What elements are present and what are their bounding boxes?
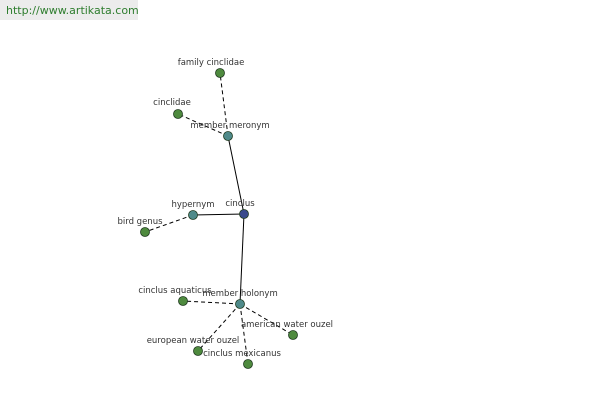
node-dot-member-holonym[interactable] (235, 299, 245, 309)
node-label-cinclus-aquaticus: cinclus aquaticus (138, 286, 212, 296)
node-label-member-holonym: member holonym (202, 289, 277, 299)
node-label-hypernym: hypernym (171, 200, 214, 210)
node-dot-family-cinclidae[interactable] (215, 68, 225, 78)
edge-member-meronym-cinclidae (177, 113, 229, 137)
edge-hypernym-bird-genus (144, 214, 194, 233)
node-member-meronym[interactable]: member meronym (190, 121, 270, 141)
node-label-american-water-ouzel: american water ouzel (241, 320, 333, 330)
node-center[interactable]: cinclus (225, 199, 255, 219)
node-dot-cinclus-mexicanus[interactable] (243, 359, 253, 369)
node-family-cinclidae[interactable]: family cinclidae (178, 58, 245, 78)
edge-member-holonym-cinclus-aquaticus (182, 300, 241, 305)
node-dot-european-water-ouzel[interactable] (193, 346, 203, 356)
node-label-cinclus-mexicanus: cinclus mexicanus (203, 349, 281, 359)
node-american-water-ouzel[interactable]: american water ouzel (241, 320, 333, 340)
edges-layer (144, 72, 294, 365)
node-dot-member-meronym[interactable] (223, 131, 233, 141)
nodes-layer: cinclus member meronym hypernym member holo… (117, 58, 333, 369)
edge-member-holonym-american-water-ouzel (239, 303, 294, 336)
node-cinclidae[interactable]: cinclidae (153, 98, 191, 119)
node-bird-genus[interactable]: bird genus (117, 217, 163, 237)
edge-member-holonym-european-water-ouzel (197, 303, 241, 352)
node-european-water-ouzel[interactable]: european water ouzel (147, 336, 240, 356)
node-hypernym[interactable]: hypernym (171, 200, 215, 220)
watermark-url: http://www.artikata.com (6, 4, 139, 17)
node-dot-american-water-ouzel[interactable] (288, 330, 298, 340)
node-label-bird-genus: bird genus (117, 217, 163, 227)
node-label-cinclidae: cinclidae (153, 98, 191, 108)
node-dot-bird-genus[interactable] (140, 227, 150, 237)
node-dot-hypernym[interactable] (188, 210, 198, 220)
node-label-center: cinclus (225, 199, 255, 209)
node-dot-cinclus-aquaticus[interactable] (178, 296, 188, 306)
edge-center-member-meronym (227, 135, 245, 215)
node-label-european-water-ouzel: european water ouzel (147, 336, 240, 346)
edge-member-meronym-family-cinclidae (219, 72, 229, 137)
node-dot-center[interactable] (239, 209, 249, 219)
node-member-holonym[interactable]: member holonym (202, 289, 278, 309)
node-cinclus-aquaticus[interactable]: cinclus aquaticus (138, 286, 212, 306)
edge-center-member-holonym (239, 213, 245, 305)
node-dot-cinclidae[interactable] (173, 109, 183, 119)
node-cinclus-mexicanus[interactable]: cinclus mexicanus (203, 349, 281, 369)
edge-member-holonym-cinclus-mexicanus (239, 303, 249, 365)
watermark-banner: http://www.artikata.com (0, 0, 139, 20)
node-label-family-cinclidae: family cinclidae (178, 58, 245, 68)
edge-center-hypernym (192, 213, 245, 216)
node-label-member-meronym: member meronym (190, 121, 269, 131)
